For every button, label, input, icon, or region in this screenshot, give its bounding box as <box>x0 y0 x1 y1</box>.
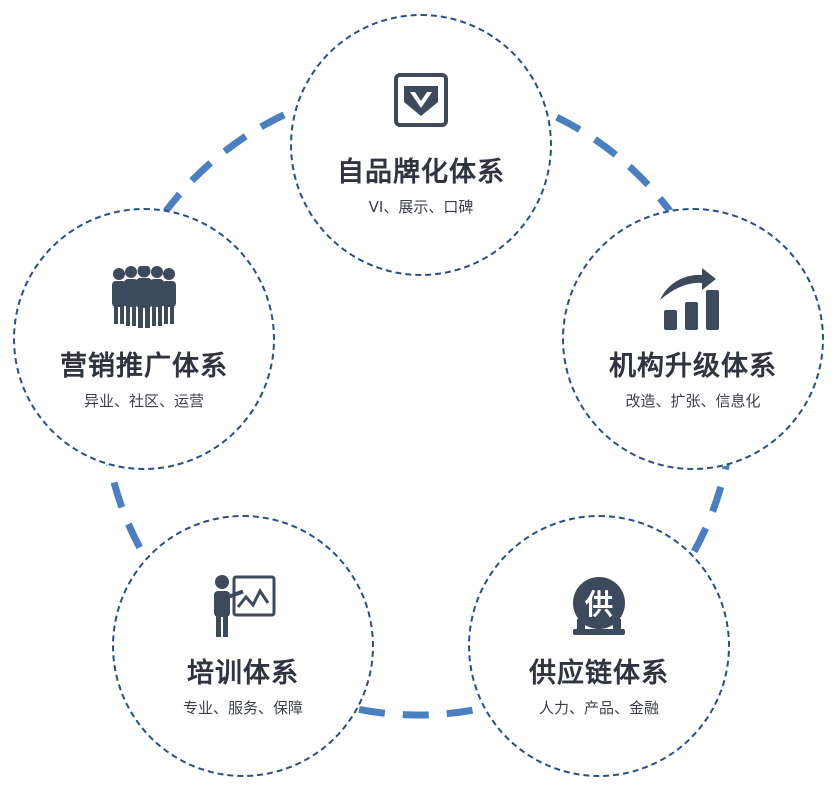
node-title: 培训体系 <box>187 658 299 689</box>
org-upgrade-system-node: 机构升级体系 改造、扩张、信息化 <box>562 208 824 470</box>
marketing-system-node: 营销推广体系 异业、社区、运营 <box>13 208 275 470</box>
node-subtitle: 异业、社区、运营 <box>83 392 204 410</box>
brand-system-node: 自品牌化体系 VI、展示、口碑 <box>290 14 552 276</box>
supply-seal-char: 供 <box>584 588 613 621</box>
v-badge-icon <box>394 73 448 127</box>
presenter-board-icon <box>214 575 276 637</box>
supply-chain-system-node: 供 供应链体系 人力、产品、金融 <box>468 515 730 777</box>
team-people-icon <box>112 266 176 328</box>
node-subtitle: VI、展示、口碑 <box>368 198 474 216</box>
node-subtitle: 专业、服务、保障 <box>182 699 303 717</box>
node-title: 营销推广体系 <box>60 351 228 382</box>
node-subtitle: 改造、扩张、信息化 <box>625 392 761 410</box>
node-title: 供应链体系 <box>529 658 669 689</box>
supply-seal-icon: 供 <box>573 577 625 635</box>
growth-chart-icon <box>660 268 719 330</box>
node-title: 机构升级体系 <box>609 351 777 382</box>
node-title: 自品牌化体系 <box>337 157 505 188</box>
node-subtitle: 人力、产品、金融 <box>538 699 659 717</box>
training-system-node: 培训体系 专业、服务、保障 <box>112 515 374 777</box>
